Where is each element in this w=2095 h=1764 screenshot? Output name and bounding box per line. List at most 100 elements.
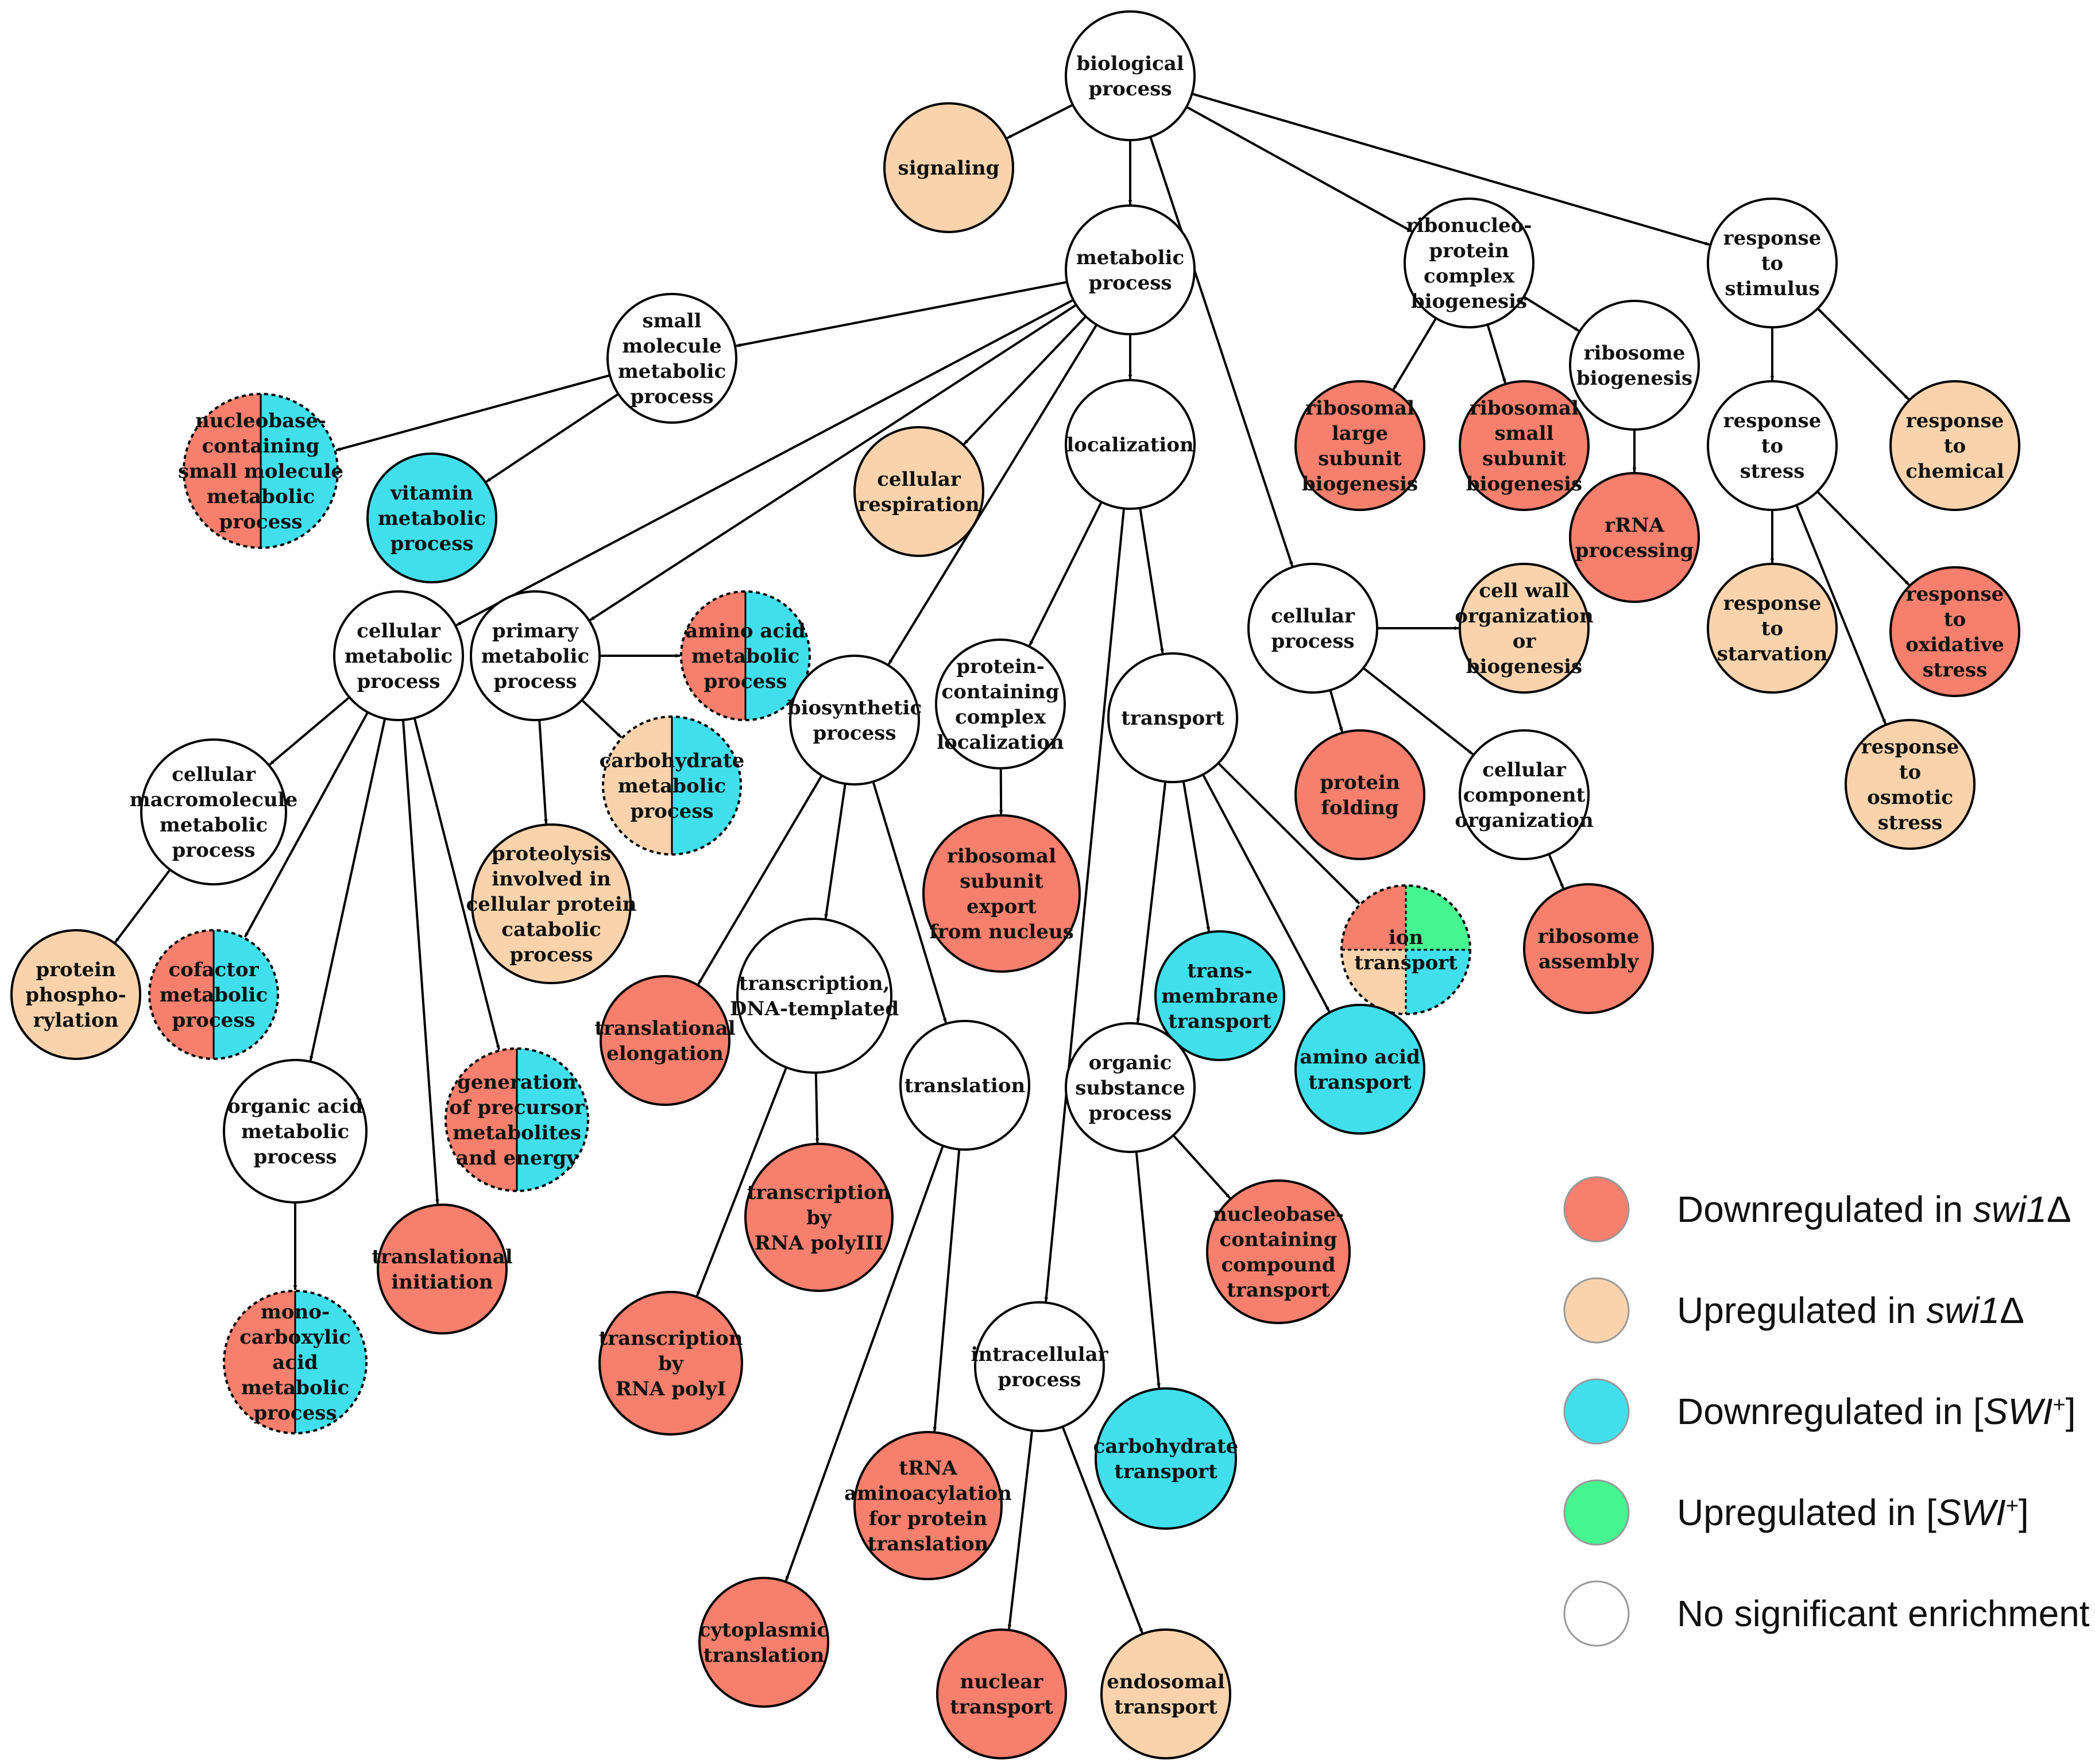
- node-outline: [377, 1204, 508, 1334]
- node-label-line: generation: [457, 1071, 577, 1094]
- node-label-line: stress: [1878, 811, 1943, 834]
- node-outline: [974, 1301, 1105, 1432]
- node-label-line: metabolic: [241, 1120, 349, 1143]
- node-label-line: transcription: [747, 1181, 891, 1204]
- node-label-line: mono-: [261, 1301, 330, 1324]
- edge-metabolic_process-to-biosynthetic_process: [887, 324, 1098, 665]
- node-label-line: protein-: [956, 655, 1044, 678]
- edge-biosynthetic_process-to-translational_elongation: [697, 775, 823, 985]
- node-label-line: containing: [202, 435, 320, 458]
- node-label-line: biogenesis: [1411, 290, 1527, 313]
- node-fill: [936, 640, 1065, 768]
- node-label-line: transport: [1121, 707, 1224, 730]
- node-label-line: stress: [1923, 659, 1988, 682]
- node-label-line: osmotic: [1867, 786, 1953, 809]
- node-outline: [1459, 380, 1590, 511]
- node-label-line: to: [1944, 608, 1966, 631]
- node-label-line: protein: [36, 958, 115, 981]
- node-label-line: transport: [1114, 1460, 1217, 1483]
- node-fill-right: [672, 717, 741, 854]
- node-fill-left: [681, 591, 745, 720]
- node-outline: [602, 715, 742, 856]
- legend-swatch: [1563, 1378, 1630, 1445]
- edge-biological_process-to-response_to_stimulus: [1191, 92, 1710, 246]
- node-label-line: organic acid: [227, 1095, 363, 1118]
- node-label-line: process: [1089, 78, 1172, 100]
- node-label-line: process: [1271, 630, 1355, 653]
- node-outline: [10, 929, 141, 1060]
- node-fill-right: [745, 591, 810, 720]
- edge-transport-to-transmembrane_transport: [1182, 781, 1211, 932]
- node-outline: [223, 1290, 368, 1434]
- node-outline: [680, 590, 811, 721]
- node-outline: [1294, 729, 1425, 860]
- edge-biological_process-to-ribonucleoprotein_complex_biogenesis: [1186, 106, 1413, 233]
- node-fill: [334, 591, 463, 720]
- node-label-line: process: [494, 670, 577, 693]
- node-label-line: cell wall: [1479, 579, 1569, 602]
- node-fill: [1207, 1181, 1350, 1323]
- node-label-line: process: [510, 943, 593, 966]
- node-label-line: large: [1332, 422, 1388, 445]
- node-label-line: process: [357, 670, 440, 693]
- node-label-line: metabolic: [481, 645, 589, 668]
- node-fill: [472, 825, 631, 983]
- node-label-line: biosynthetic: [787, 697, 922, 719]
- legend-item-up_SWI: Upregulated in [SWI+]: [1563, 1479, 2029, 1546]
- edge-metabolic_process-to-small_molecule_metabolic_process: [736, 281, 1068, 347]
- node-fill: [1405, 199, 1533, 327]
- legend-item-down_SWI: Downregulated in [SWI+]: [1563, 1378, 2076, 1445]
- edge-cellular_component_organization-to-ribosome_assembly: [1548, 853, 1564, 889]
- node-fill: [1096, 1388, 1236, 1529]
- legend-swatch: [1563, 1580, 1630, 1647]
- node-outline: [366, 452, 497, 583]
- node-fill: [1708, 381, 1837, 510]
- node-fill: [790, 656, 919, 784]
- node-fill-right: [295, 1291, 366, 1433]
- node-fill: [471, 591, 600, 720]
- node-label-line: elongation: [606, 1042, 724, 1065]
- node-label-line: process: [813, 722, 896, 745]
- node-label-line: response: [1906, 583, 2004, 606]
- node-label-line: tRNA: [899, 1457, 957, 1480]
- node-label-line: to: [1761, 617, 1783, 640]
- edge-intracellular_process-to-nuclear_transport: [1007, 1430, 1034, 1630]
- node-fill-left: [184, 394, 261, 548]
- node-label-line: translational: [594, 1017, 736, 1040]
- node-fill: [737, 919, 891, 1073]
- edge-ribonucleoprotein_complex_biogenesis-to-ribosome_biogenesis: [1523, 296, 1580, 332]
- node-outline: [1065, 379, 1196, 510]
- node-label-line: ribosomal: [1470, 397, 1579, 420]
- node-fill: [1460, 381, 1588, 510]
- node-fill: [600, 1292, 742, 1434]
- node-label-line: cytoplasmic: [699, 1619, 829, 1642]
- edge-intracellular_process-to-endosomal_transport: [1061, 1426, 1143, 1634]
- node-label-line: carbohydrate: [1093, 1435, 1239, 1458]
- node-label-line: biogenesis: [1576, 367, 1692, 390]
- node-outline: [1095, 1387, 1237, 1530]
- node-label-line: to: [1761, 435, 1783, 458]
- node-label-line: biogenesis: [1302, 473, 1418, 496]
- edge-small_molecule_metabolic_process-to-vitamin_metabolic_process: [485, 393, 619, 483]
- legend-label-part: SWI: [1984, 1391, 2053, 1432]
- node-label-line: protein: [1429, 239, 1509, 262]
- node-label-line: primary: [492, 620, 579, 643]
- node-outline: [853, 1431, 1003, 1580]
- edge-transcription_dna_templated-to-transcription_by_rna_polyI: [695, 1067, 788, 1297]
- edge-localization-to-intracellular_process: [1044, 508, 1126, 1302]
- node-label-line: chemical: [1905, 460, 2004, 483]
- edge-biosynthetic_process-to-translation: [872, 781, 947, 1023]
